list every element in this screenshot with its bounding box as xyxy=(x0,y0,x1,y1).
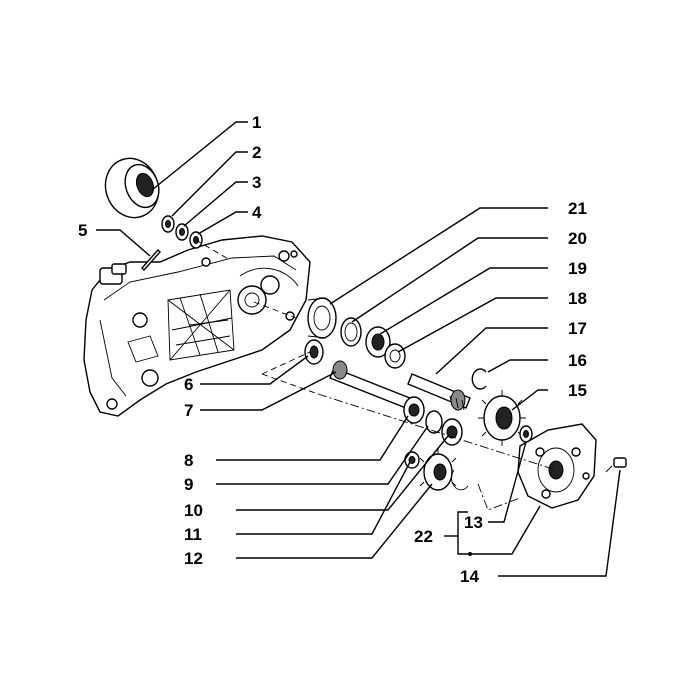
part-12-final-gear xyxy=(419,448,469,491)
callout-1: 1 xyxy=(252,113,261,132)
part-11-washer xyxy=(404,451,420,469)
callout-4: 4 xyxy=(252,203,262,222)
part-15-gear xyxy=(478,390,526,446)
callout-11: 11 xyxy=(184,525,202,544)
part-17-primary-shaft xyxy=(407,373,471,411)
callout-16: 16 xyxy=(568,351,587,370)
part-20-ring xyxy=(340,317,362,347)
bracket-22 xyxy=(457,511,468,555)
part-5-pin xyxy=(141,248,161,272)
part-21-bearing xyxy=(307,297,337,339)
callout-6: 6 xyxy=(184,375,193,394)
part-3-washer xyxy=(175,223,189,241)
part-13-washer xyxy=(519,425,533,443)
callout-21: 21 xyxy=(568,199,587,218)
assembly-axis-upper xyxy=(253,301,319,395)
callout-labels: 1 2 3 4 5 6 7 8 9 10 11 12 13 14 15 16 1… xyxy=(78,113,587,586)
part-19-seal xyxy=(365,326,391,358)
callout-22: 22 xyxy=(414,527,433,546)
part-16-circlip xyxy=(471,368,487,390)
part-2-nut xyxy=(161,215,175,233)
callout-3: 3 xyxy=(252,173,261,192)
callout-12: 12 xyxy=(184,549,203,568)
part-10-bearing xyxy=(441,418,463,446)
part-1-clutch-bell xyxy=(104,157,160,219)
part-6-bearing xyxy=(304,339,324,365)
callout-14: 14 xyxy=(460,567,479,586)
crankcase-housing xyxy=(83,235,311,417)
callout-15: 15 xyxy=(568,381,587,400)
callout-2: 2 xyxy=(252,143,261,162)
callout-10: 10 xyxy=(184,501,203,520)
callout-9: 9 xyxy=(184,475,193,494)
part-8-bearing xyxy=(403,396,425,424)
part-9-ring xyxy=(425,410,443,434)
part-18-bushing xyxy=(384,343,406,369)
leader-lines xyxy=(96,121,621,577)
assembly-axis-clutch xyxy=(195,239,231,261)
callout-19: 19 xyxy=(568,259,587,278)
callout-17: 17 xyxy=(568,319,587,338)
callout-18: 18 xyxy=(568,289,587,308)
callout-7: 7 xyxy=(184,401,193,420)
callout-20: 20 xyxy=(568,229,587,248)
callout-5: 5 xyxy=(78,221,87,240)
part-7-secondary-shaft xyxy=(329,360,421,413)
callout-8: 8 xyxy=(184,451,193,470)
callout-13: 13 xyxy=(464,513,483,532)
part-14-bolt xyxy=(605,457,627,473)
part-14-gearbox-cover xyxy=(517,423,597,509)
assembly-axis-lower xyxy=(317,393,557,511)
